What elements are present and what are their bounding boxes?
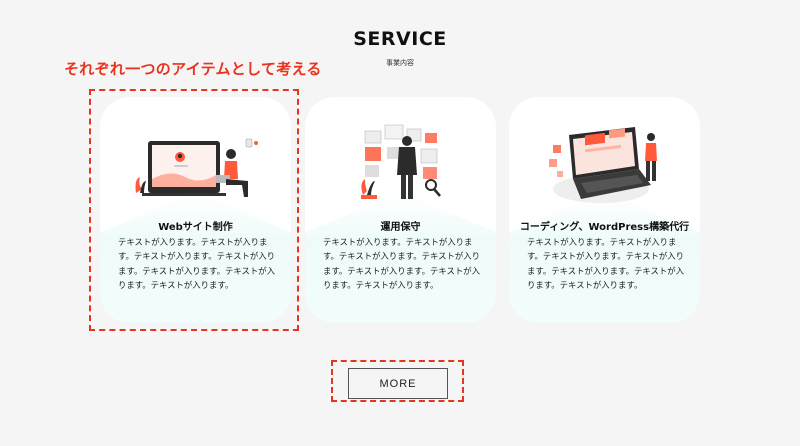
card-text: テキストが入ります。テキストが入ります。テキストが入ります。テキストが入ります。… xyxy=(527,237,684,290)
section-title: SERVICE xyxy=(353,28,447,50)
card-title: 運用保守 xyxy=(380,222,421,233)
coding-laptop-illustration-icon xyxy=(549,127,657,203)
more-button[interactable]: MORE xyxy=(348,368,448,399)
annotation-dashed-outline-button xyxy=(331,360,464,402)
service-card-maintenance[interactable]: 運用保守 テキストが入ります。テキストが入ります。テキストが入ります。テキストが… xyxy=(305,97,496,323)
service-card-web[interactable]: Webサイト制作 テキストが入ります。テキストが入ります。テキストが入ります。テ… xyxy=(100,97,291,323)
section-subtitle: 事業内容 xyxy=(386,59,414,67)
card-text: テキストが入ります。テキストが入ります。テキストが入ります。テキストが入ります。… xyxy=(118,237,275,290)
card-title: コーディング、WordPress構築代行 xyxy=(519,222,690,233)
maintenance-illustration-icon xyxy=(361,124,441,199)
annotation-dashed-outline-card xyxy=(89,89,299,331)
card-text: テキストが入ります。テキストが入ります。テキストが入ります。テキストが入ります。… xyxy=(323,237,480,290)
annotation-label: それぞれ一つのアイテムとして考える xyxy=(64,60,322,78)
service-card-coding[interactable]: コーディング、WordPress構築代行 テキストが入ります。テキストが入ります… xyxy=(509,97,700,323)
card-title: Webサイト制作 xyxy=(158,222,233,233)
web-design-illustration-icon xyxy=(135,138,258,197)
